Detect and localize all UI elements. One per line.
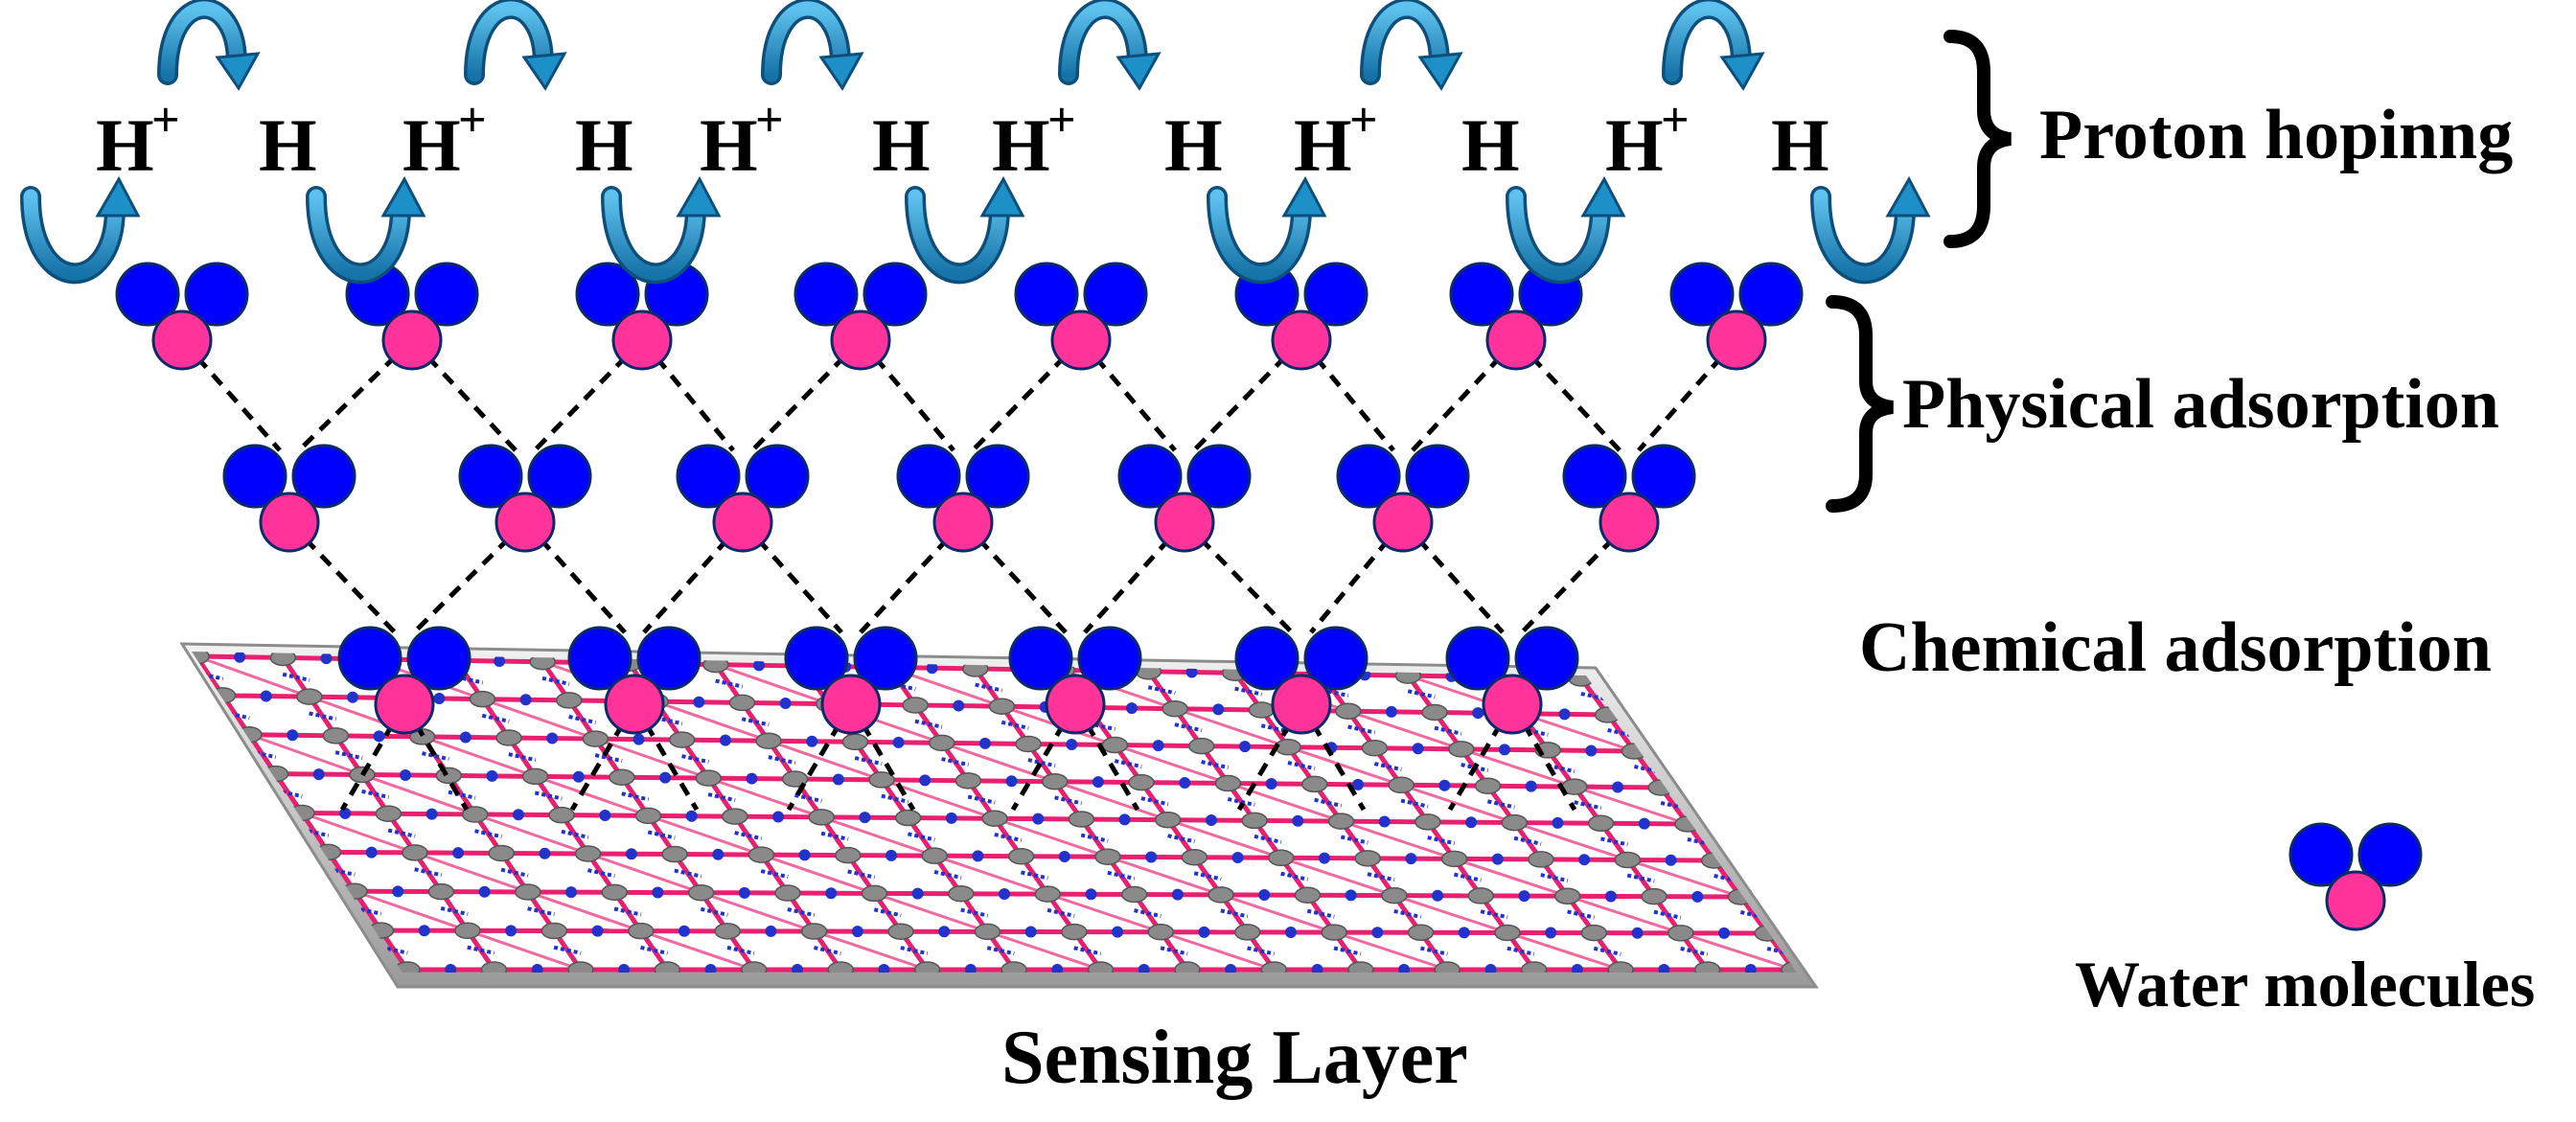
water-molecule-layers [115, 262, 1804, 735]
curved-arrow-icon [306, 175, 426, 285]
sensing-layer-label: Sensing Layer [1001, 1016, 1468, 1100]
water-molecule [676, 444, 810, 553]
charge-superscript: + [1661, 93, 1690, 148]
curved-arrow-icon [1360, 0, 1463, 91]
water-molecule [896, 444, 1030, 553]
element-symbol: H [992, 103, 1050, 187]
curved-arrow-icon [157, 0, 261, 91]
element-symbol: H [575, 103, 633, 187]
water-molecule [222, 444, 356, 553]
curved-arrow-icon [601, 175, 722, 285]
water-molecule [1445, 626, 1579, 735]
element-symbol: H [1294, 103, 1352, 187]
water-molecule [1669, 262, 1804, 371]
hydrogen-symbol: H [1461, 103, 1520, 187]
proton-hopping-arrows [20, 0, 1931, 285]
charge-superscript: + [1349, 93, 1378, 148]
proton-hopping-label: Proton hopinng [2039, 96, 2513, 174]
element-symbol: H [402, 103, 461, 187]
water-molecule [2288, 822, 2423, 931]
water-molecule [337, 626, 472, 735]
curved-arrow-icon [761, 0, 864, 91]
hydrogen-symbol: H [1164, 103, 1223, 187]
element-symbol: H [872, 103, 931, 187]
water-molecule [1336, 444, 1470, 553]
charge-superscript: + [1047, 93, 1076, 148]
curved-arrow-icon [1810, 175, 1931, 285]
curved-arrow-icon [20, 175, 141, 285]
element-symbol: H [1164, 103, 1223, 187]
charge-superscript: + [458, 93, 487, 148]
curved-arrow-icon [464, 0, 567, 91]
water-molecules-label: Water molecules [2075, 948, 2535, 1020]
proton-symbol: H+ [402, 93, 487, 187]
hydrogen-symbol: H [1771, 103, 1829, 187]
water-molecule [1008, 626, 1142, 735]
water-molecule [1562, 444, 1696, 553]
element-symbol: H [1771, 103, 1829, 187]
water-molecule [567, 626, 702, 735]
hydrogen-symbol: H [575, 103, 633, 187]
curved-arrow-icon [905, 175, 1025, 285]
proton-symbol: H+ [992, 93, 1076, 187]
element-symbol: H [1461, 103, 1520, 187]
curved-arrow-icon [1058, 0, 1162, 91]
curved-arrow-icon [1662, 0, 1765, 91]
element-symbol: H [96, 103, 154, 187]
water-molecule [1117, 444, 1252, 553]
curved-arrow-icon [1207, 175, 1327, 285]
water-molecule [784, 626, 918, 735]
curly-brace-icon [1826, 295, 1895, 513]
element-symbol: H [259, 103, 317, 187]
proton-symbol: H+ [96, 93, 180, 187]
element-symbol: H [700, 103, 758, 187]
element-symbol: H [1605, 103, 1664, 187]
water-molecule [794, 262, 928, 371]
water-molecule [458, 444, 592, 553]
water-molecule [1014, 262, 1148, 371]
water-molecule [1234, 626, 1368, 735]
charge-superscript: + [151, 93, 180, 148]
proton-symbol: H+ [700, 93, 784, 187]
physical-adsorption-label: Physical adsorption [1902, 365, 2499, 444]
curved-arrow-icon [1506, 175, 1626, 285]
hydrogen-symbol: H [872, 103, 931, 187]
proton-symbol: H+ [1294, 93, 1378, 187]
water-molecule [115, 262, 249, 371]
curly-brace-icon [1944, 30, 2012, 248]
charge-superscript: + [755, 93, 784, 148]
hydrogen-symbol: H [259, 103, 317, 187]
water-molecule-legend [2288, 822, 2423, 931]
proton-symbol: H+ [1605, 93, 1690, 187]
chemical-adsorption-label: Chemical adsorption [1859, 608, 2492, 687]
water-molecule [1234, 262, 1368, 371]
